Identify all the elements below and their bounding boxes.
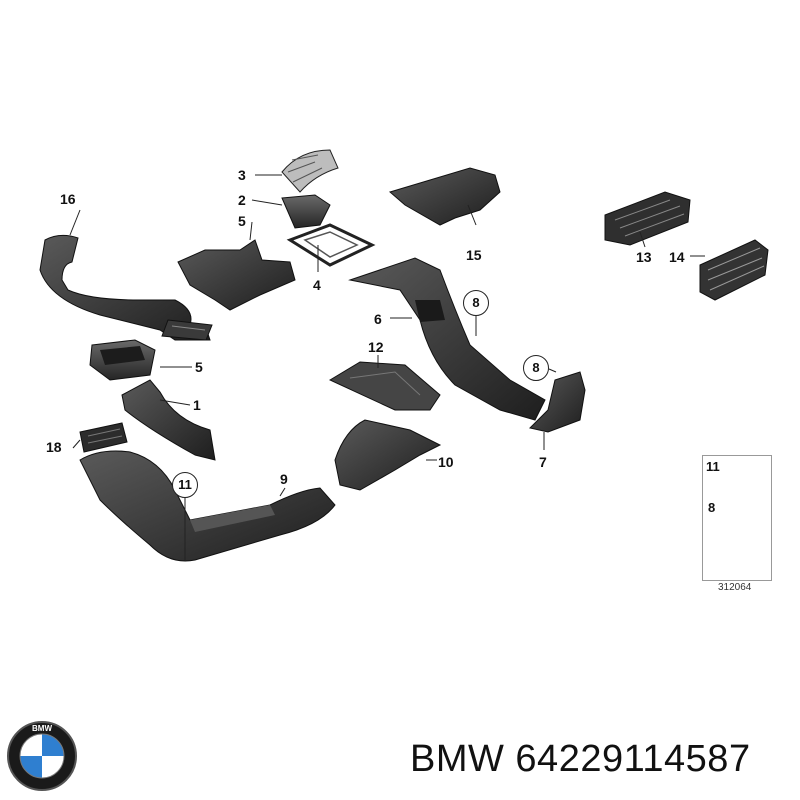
part-9-bracket bbox=[529, 371, 586, 433]
callout-7: 6 bbox=[374, 311, 382, 327]
part-7-duct bbox=[348, 257, 546, 421]
part-17-air-duct bbox=[39, 234, 213, 341]
legend-number-8: 8 bbox=[708, 500, 716, 515]
svg-text:BMW: BMW bbox=[32, 724, 52, 733]
part-number-label: BMW 64229114587 bbox=[410, 738, 751, 780]
part-10-floor-duct bbox=[79, 450, 336, 562]
callout-18: 18 bbox=[46, 439, 62, 455]
part-1-duct bbox=[121, 379, 216, 461]
callout-12: 10 bbox=[438, 454, 454, 470]
callout-9: 7 bbox=[539, 454, 547, 470]
part-13-panel bbox=[328, 361, 441, 411]
part-5-connector bbox=[177, 239, 296, 311]
bmw-logo-icon: BMW bbox=[7, 721, 77, 791]
diagram-number: 312064 bbox=[718, 582, 752, 593]
part-12-duct bbox=[334, 419, 442, 491]
callout-2: 2 bbox=[238, 192, 246, 208]
callout-15: 14 bbox=[669, 249, 685, 265]
part-4-frame bbox=[286, 223, 376, 267]
callout-1: 1 bbox=[193, 397, 201, 413]
callout-16: 15 bbox=[466, 247, 482, 263]
legend-number-11: 11 bbox=[706, 459, 720, 474]
callout-10: 9 bbox=[280, 471, 288, 487]
circled-callout-8-top: 8 bbox=[463, 290, 489, 316]
callout-5: 5 bbox=[238, 213, 246, 229]
circled-callout-11: 11 bbox=[172, 472, 198, 498]
fastener-legend bbox=[702, 455, 772, 581]
part-6-vent bbox=[89, 339, 156, 381]
callout-13: 12 bbox=[368, 339, 384, 355]
part-3-hose bbox=[281, 149, 339, 193]
part-2-bracket bbox=[281, 194, 331, 229]
callout-17: 16 bbox=[60, 191, 76, 207]
callout-6: 5 bbox=[195, 359, 203, 375]
part-18-grille bbox=[79, 422, 128, 453]
part-16-outlet bbox=[388, 167, 501, 226]
circled-callout-8-right: 8 bbox=[523, 355, 549, 381]
part-15-grille bbox=[699, 239, 769, 301]
callout-3: 3 bbox=[238, 167, 246, 183]
leader-lines bbox=[69, 174, 705, 560]
part-14-grille bbox=[604, 191, 691, 246]
callout-14: 13 bbox=[636, 249, 652, 265]
callout-4: 4 bbox=[313, 277, 321, 293]
